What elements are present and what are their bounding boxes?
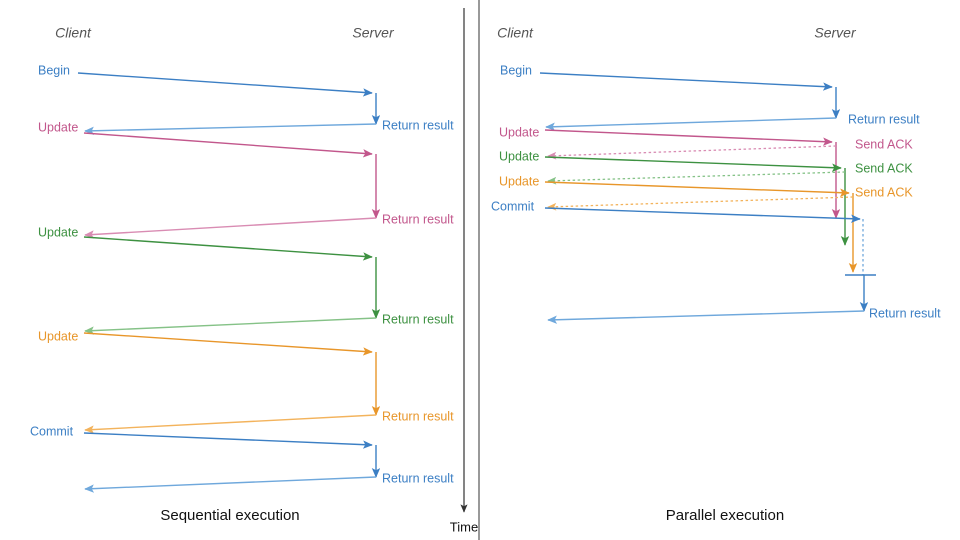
flow-parallel-update3-request bbox=[544, 181, 850, 197]
flow-sequential-update3-reply bbox=[84, 414, 377, 434]
message-label-server-sequential-0: Return result bbox=[382, 118, 454, 132]
flow-parallel-begin-reply bbox=[545, 117, 837, 131]
flow-parallel-update1-ack bbox=[547, 145, 837, 160]
actor-label-client-sequential: Client bbox=[55, 25, 92, 41]
flow-parallel-update2-ack bbox=[547, 171, 846, 185]
message-label-server-sequential-2: Return result bbox=[382, 312, 454, 326]
flow-parallel-commit-request bbox=[544, 207, 861, 223]
message-label-client-parallel-4: Commit bbox=[491, 199, 535, 213]
flow-parallel-update3-ack bbox=[547, 196, 854, 211]
message-label-client-parallel-1: Update bbox=[499, 125, 539, 139]
flow-sequential-begin-request bbox=[77, 72, 373, 97]
time-axis-label: Time bbox=[450, 519, 478, 534]
flow-sequential-update2-reply bbox=[84, 317, 377, 335]
flow-parallel-update1-request bbox=[544, 129, 833, 146]
flow-sequential-update1-request bbox=[83, 132, 373, 158]
flow-sequential-update3-request bbox=[83, 332, 373, 356]
actor-label-client-parallel: Client bbox=[497, 25, 534, 41]
message-label-client-sequential-1: Update bbox=[38, 120, 78, 134]
flow-sequential-commit-reply bbox=[84, 476, 377, 493]
flow-parallel-commit-reply bbox=[547, 310, 865, 324]
flow-sequential-update2-request bbox=[83, 236, 373, 261]
flow-sequential-begin-reply bbox=[84, 123, 377, 135]
time-axis: Time bbox=[450, 8, 478, 534]
panel-caption-parallel: Parallel execution bbox=[666, 507, 784, 524]
actor-label-server-sequential: Server bbox=[352, 25, 395, 41]
flow-parallel-begin-request bbox=[539, 72, 833, 91]
message-label-server-parallel-0: Return result bbox=[848, 112, 920, 126]
message-label-server-parallel-4: Return result bbox=[869, 306, 941, 320]
flow-sequential-commit-request bbox=[83, 432, 373, 449]
message-label-server-parallel-2: Send ACK bbox=[855, 161, 913, 175]
flow-parallel-update2-request bbox=[544, 156, 842, 172]
message-label-client-parallel-0: Begin bbox=[500, 63, 532, 77]
message-label-client-sequential-0: Begin bbox=[38, 63, 70, 77]
message-label-server-sequential-4: Return result bbox=[382, 471, 454, 485]
message-label-server-parallel-3: Send ACK bbox=[855, 185, 913, 199]
message-label-server-sequential-1: Return result bbox=[382, 212, 454, 226]
panel-caption-sequential: Sequential execution bbox=[160, 507, 299, 524]
actor-label-server-parallel: Server bbox=[814, 25, 857, 41]
flow-sequential-update1-reply bbox=[84, 217, 377, 239]
message-label-server-parallel-1: Send ACK bbox=[855, 137, 913, 151]
message-label-client-parallel-3: Update bbox=[499, 174, 539, 188]
message-label-client-parallel-2: Update bbox=[499, 149, 539, 163]
message-label-client-sequential-2: Update bbox=[38, 225, 78, 239]
message-label-client-sequential-4: Commit bbox=[30, 424, 74, 438]
message-label-client-sequential-3: Update bbox=[38, 329, 78, 343]
message-label-server-sequential-3: Return result bbox=[382, 409, 454, 423]
